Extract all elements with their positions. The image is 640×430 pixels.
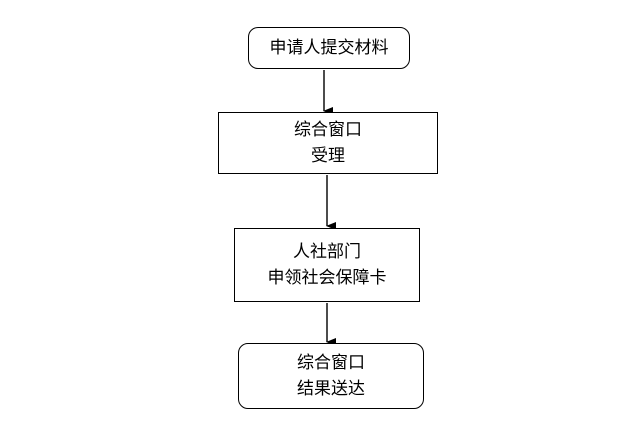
step4-line-1: 综合窗口 — [297, 353, 365, 373]
step2-line-1: 综合窗口 — [294, 120, 362, 140]
step2-line-2: 受理 — [311, 146, 345, 166]
step1-line-1: 申请人提交材料 — [269, 38, 389, 58]
step3-line-2: 申领社会保障卡 — [267, 268, 387, 288]
step-window-accept: 综合窗口 受理 — [218, 112, 438, 174]
step-submit-materials: 申请人提交材料 — [248, 27, 410, 69]
step-hr-dept-apply-card: 人社部门 申领社会保障卡 — [234, 228, 420, 302]
step-window-deliver-result: 综合窗口 结果送达 — [238, 343, 424, 409]
step4-line-2: 结果送达 — [297, 379, 365, 399]
step3-line-1: 人社部门 — [293, 242, 361, 262]
